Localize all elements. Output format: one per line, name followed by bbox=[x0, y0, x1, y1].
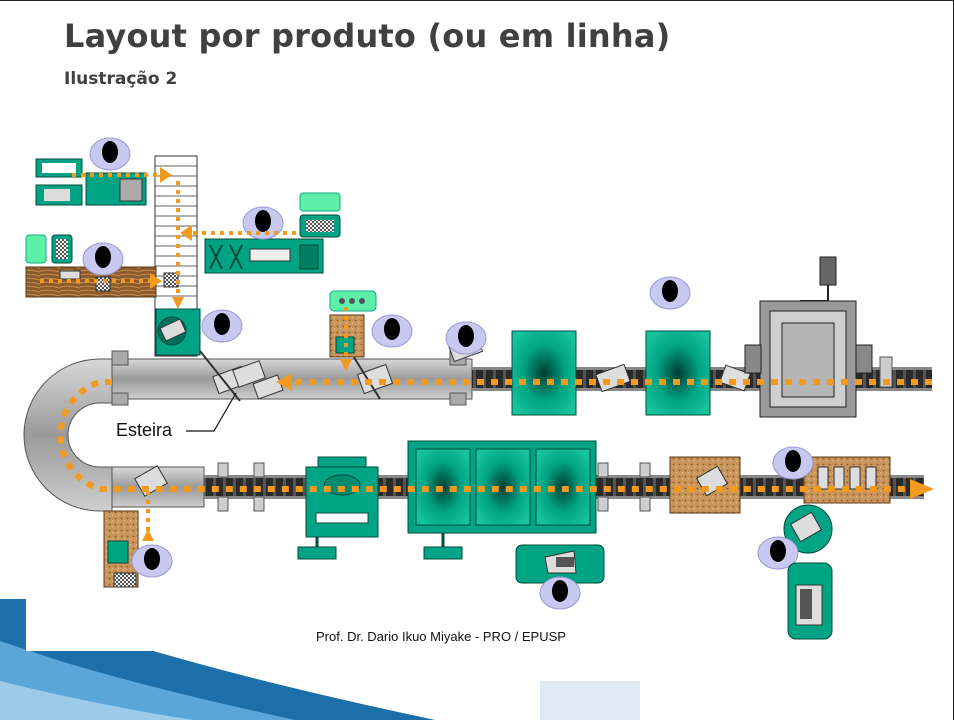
credit-text: Prof. Dr. Dario Ikuo Miyake - PRO / EPUS… bbox=[316, 629, 566, 644]
conveyor-label: Esteira bbox=[116, 420, 173, 440]
page-subtitle: Ilustração 2 bbox=[64, 69, 178, 89]
page-title: Layout por produto (ou em linha) bbox=[64, 17, 671, 55]
